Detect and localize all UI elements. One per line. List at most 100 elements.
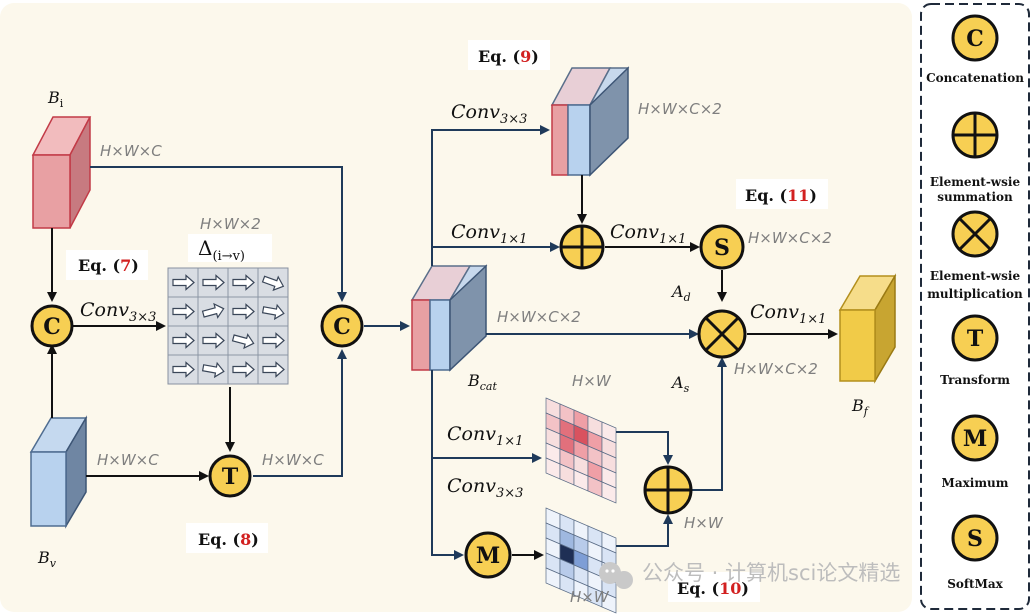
svg-text:C: C [43, 314, 61, 340]
sum2-out-dim: H×W [684, 514, 724, 532]
conv3-left-label: Conv3×3 [80, 299, 156, 325]
legend-maximum: M Maximum [942, 414, 1009, 490]
legend-softmax: S SoftMax [947, 514, 1004, 591]
offset-arrow-icon [232, 303, 255, 320]
svg-text:Eq. (10): Eq. (10) [677, 579, 749, 598]
top-branch-dim: H×W×C×2 [638, 100, 722, 118]
edge-bcat-to-top-branch [431, 125, 550, 266]
legend-sum: Element-wsie summation [930, 111, 1021, 204]
offset-arrow-icon [172, 303, 195, 320]
legend-panel [920, 3, 1030, 610]
offset-arrow-icon [202, 332, 225, 349]
offset-arrow-icon [261, 303, 285, 321]
offset-arrow-icon [262, 332, 285, 349]
sum2-op [643, 465, 693, 515]
offset-arrow-icon [261, 275, 285, 292]
svg-text:Eq. (8): Eq. (8) [198, 530, 259, 549]
bv-dim: H×W×C [97, 451, 159, 469]
softmax-op: S [699, 224, 745, 270]
edge-transform-to-concat2 [253, 349, 347, 477]
sum1-op [559, 224, 605, 270]
offset-grid [167, 267, 289, 385]
svg-text:M: M [476, 543, 500, 569]
mult-op [697, 309, 747, 359]
svg-text:Maximum: Maximum [942, 476, 1009, 490]
eq9-label: Eq. (9) [468, 40, 550, 70]
svg-text:M: M [963, 426, 987, 452]
maximum-op: M [464, 531, 512, 579]
concat2-op: C [320, 304, 364, 348]
conv3-bottom-label: Conv3×3 [447, 475, 523, 501]
offset-arrow-icon [172, 332, 195, 349]
edge-blue-map-to-sum2 [616, 514, 673, 547]
conv1-mid-label: Conv1×1 [451, 221, 527, 247]
offset-arrow-icon [231, 333, 255, 350]
offset-arrow-icon [202, 274, 225, 291]
svg-text:Element-wsie: Element-wsie [930, 175, 1021, 189]
bv-label: Bv [37, 548, 57, 570]
transform-op: T [208, 454, 252, 498]
svg-text:Element-wsie: Element-wsie [930, 269, 1021, 283]
bi-label: Bi [47, 88, 64, 110]
as-label: As [670, 373, 690, 395]
offset-arrow-icon [232, 361, 255, 378]
delta-label: Δ(i→v) [198, 236, 245, 264]
svg-text:Transform: Transform [940, 373, 1010, 387]
bcat-dim: H×W×C×2 [497, 308, 581, 326]
eq11-label: Eq. (11) [736, 179, 828, 209]
delta-label-bg [188, 234, 272, 262]
svg-text:C: C [333, 314, 351, 340]
offset-arrow-icon [232, 274, 255, 291]
offset-arrow-icon [172, 361, 195, 378]
transform-out-dim: H×W×C [262, 451, 324, 469]
svg-text:Eq. (7): Eq. (7) [78, 256, 139, 275]
svg-text:multiplication: multiplication [927, 287, 1023, 301]
bv-feature-block [29, 415, 88, 529]
offset-arrow-icon [172, 274, 195, 291]
heatmap-cell [601, 591, 617, 614]
conv1-bottom-label: Conv1×1 [447, 423, 523, 449]
svg-text:C: C [966, 26, 984, 52]
blue-map-dim: H×W [570, 588, 610, 606]
bcat-label: Bcat [467, 371, 497, 393]
svg-text:Eq. (11): Eq. (11) [745, 186, 817, 205]
conv1-sum-label: Conv1×1 [610, 221, 686, 247]
edge-sum2-to-mult [692, 357, 727, 491]
bi-dim: H×W×C [100, 142, 162, 160]
conv3-top-label: Conv3×3 [451, 101, 527, 127]
bf-label: Bf [851, 396, 870, 418]
ad-label: Ad [670, 282, 691, 304]
svg-text:S: S [714, 235, 730, 261]
svg-text:T: T [222, 464, 239, 490]
offset-arrow-icon [262, 361, 285, 378]
offset-cell [257, 354, 289, 385]
svg-text:summation: summation [937, 190, 1013, 204]
svg-text:Eq. (9): Eq. (9) [478, 47, 539, 66]
top-branch-feature-block [550, 66, 630, 177]
edge-bcat-to-maximum [431, 370, 464, 560]
legend-transform: T Transform [940, 314, 1010, 387]
bf-feature-block [838, 273, 897, 384]
svg-text:SoftMax: SoftMax [947, 577, 1003, 591]
edge-red-map-to-sum2 [616, 431, 673, 465]
connections [47, 125, 838, 560]
red-attention-map [545, 397, 617, 504]
svg-text:T: T [967, 326, 984, 352]
bcat-feature-block [410, 264, 488, 372]
edge-bi-to-concat2 [90, 166, 347, 302]
mult-out-dim: H×W×C×2 [734, 360, 818, 378]
offset-arrow-icon [201, 361, 225, 379]
conv1-out-label: Conv1×1 [750, 301, 826, 327]
offset-dim: H×W×2 [200, 215, 261, 233]
eq8-label: Eq. (8) [186, 523, 268, 553]
red-map-dim: H×W [572, 372, 612, 390]
heatmap-cell [601, 481, 617, 504]
svg-text:Concatenation: Concatenation [926, 71, 1024, 85]
legend-concat: C Concatenation [926, 14, 1024, 85]
watermark: 公众号 · 计算机sci论文精选 [599, 561, 900, 589]
svg-text:S: S [967, 526, 983, 552]
svg-text:公众号 · 计算机sci论文精选: 公众号 · 计算机sci论文精选 [642, 561, 900, 585]
eq7-label: Eq. (7) [66, 250, 148, 280]
softmax-out-dim: H×W×C×2 [748, 229, 832, 247]
